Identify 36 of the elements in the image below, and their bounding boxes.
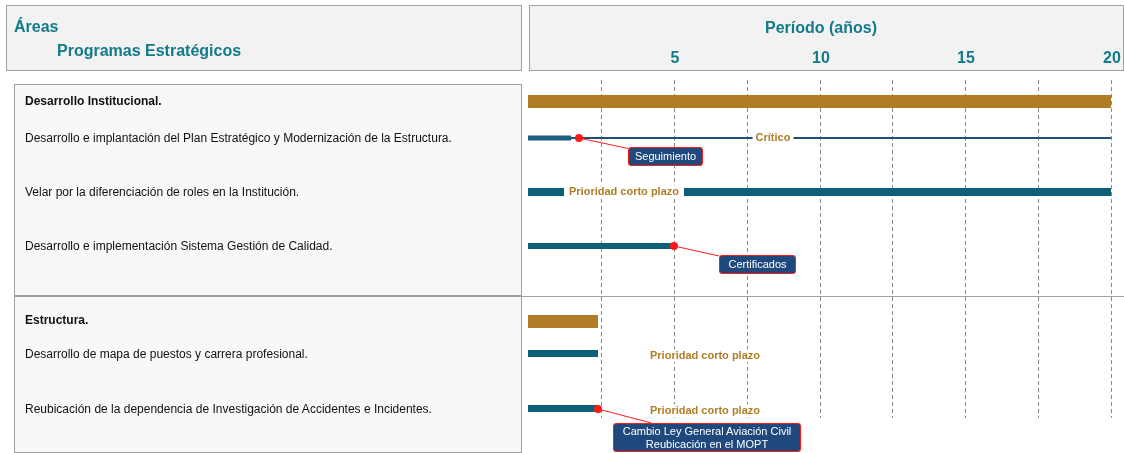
area-heading: Desarrollo Institucional. — [25, 94, 162, 109]
header-title: Programas Estratégicos — [57, 41, 242, 61]
area-panel — [14, 296, 522, 453]
axis-tick-label: 20 — [1103, 48, 1121, 68]
bar-label: Prioridad corto plazo — [566, 185, 682, 199]
timeline-bar — [528, 405, 598, 412]
area-panel — [14, 84, 522, 296]
timeline-bar — [528, 350, 598, 357]
leader-line — [677, 246, 720, 257]
bar-note: Prioridad corto plazo — [648, 349, 762, 363]
header-panel — [529, 5, 1124, 71]
leader-line — [582, 138, 629, 149]
program-text: Desarrollo de mapa de puestos y carrera profesional. — [25, 347, 308, 362]
axis-tick-label: 5 — [670, 48, 680, 68]
callout-text: Seguimiento — [633, 150, 698, 163]
timeline-bar — [528, 95, 1111, 108]
leader-line — [601, 409, 653, 424]
program-text: Reubicación de la dependencia de Investigación de Accidentes e Incidentes. — [25, 402, 432, 417]
timeline-bar — [528, 315, 598, 328]
axis-tick-label: 15 — [957, 48, 975, 68]
callout-box — [628, 147, 703, 166]
bar-note: Prioridad corto plazo — [648, 404, 762, 418]
callout-box — [719, 255, 796, 274]
axis-tick-label: 10 — [812, 48, 830, 68]
area-heading: Estructura. — [25, 313, 89, 328]
header-title: Áreas — [14, 17, 59, 37]
timeline-bar — [528, 186, 1111, 198]
callout-text: Cambio Ley General Aviación Civil Reubicación en el MOPT — [621, 424, 793, 451]
program-text: Desarrollo e implantación del Plan Estratégico y Modernización de la Estructura. — [25, 131, 452, 146]
callout-text: Certificados — [727, 258, 788, 271]
milestone-dot — [594, 405, 602, 413]
program-text: Velar por la diferenciación de roles en la Institución. — [25, 185, 300, 200]
header-panel — [6, 5, 522, 71]
header-title: Período (años) — [765, 18, 877, 38]
milestone-dot — [670, 242, 678, 250]
program-text: Desarrollo e implementación Sistema Gestión de Calidad. — [25, 239, 333, 254]
